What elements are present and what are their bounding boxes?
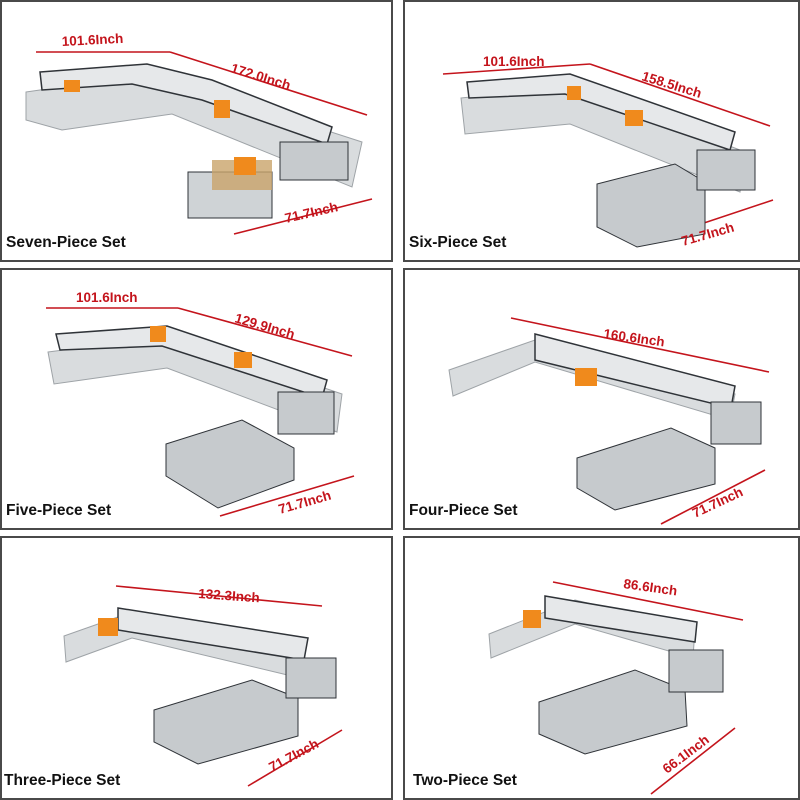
panel-six-piece: 101.6Inch 158.5Inch 71.7Inch Six-Piece S… <box>403 0 800 262</box>
panel-seven-piece: 101.6Inch 172.0Inch 71.7Inch Seven-Piece… <box>0 0 393 262</box>
dimension-length: 132.3Inch <box>198 586 260 605</box>
panel-two-piece: 86.6Inch 66.1Inch Two-Piece Set <box>403 536 800 800</box>
panel-three-piece: 132.3Inch 71.7Inch Three-Piece Set <box>0 536 393 800</box>
dimension-length: 160.6Inch <box>603 326 666 349</box>
panel-four-piece: 160.6Inch 71.7Inch Four-Piece Set <box>403 268 800 530</box>
dimension-depth: 66.1Inch <box>660 732 712 776</box>
dimension-depth: 71.7Inch <box>690 484 745 520</box>
dimension-length: 158.5Inch <box>640 69 703 101</box>
dimension-width: 101.6Inch <box>483 54 545 69</box>
two-piece-sofa-illustration: 86.6Inch 66.1Inch <box>488 576 744 795</box>
five-piece-sofa-illustration: 101.6Inch 129.9Inch 71.7Inch <box>46 290 355 517</box>
set-label: Two-Piece Set <box>413 772 517 789</box>
set-label: Six-Piece Set <box>409 234 507 251</box>
dimension-width: 101.6Inch <box>76 290 138 305</box>
dimension-width: 101.6Inch <box>61 31 123 49</box>
panel-five-piece: 101.6Inch 129.9Inch 71.7Inch Five-Piece … <box>0 268 393 530</box>
six-piece-sofa-illustration: 101.6Inch 158.5Inch 71.7Inch <box>442 54 774 249</box>
set-label: Seven-Piece Set <box>6 234 126 251</box>
set-label: Five-Piece Set <box>6 502 112 519</box>
dimension-length: 86.6Inch <box>623 576 679 598</box>
dimension-length: 172.0Inch <box>229 61 292 93</box>
set-label: Three-Piece Set <box>4 772 121 789</box>
seven-piece-sofa-illustration: 101.6Inch 172.0Inch 71.7Inch <box>25 31 373 235</box>
dimension-depth: 71.7Inch <box>277 488 333 517</box>
set-label: Four-Piece Set <box>409 502 518 519</box>
dimension-depth: 71.7Inch <box>283 199 339 226</box>
four-piece-sofa-illustration: 160.6Inch 71.7Inch <box>448 317 770 525</box>
dimension-length: 129.9Inch <box>233 310 296 341</box>
three-piece-sofa-illustration: 132.3Inch 71.7Inch <box>63 585 343 787</box>
